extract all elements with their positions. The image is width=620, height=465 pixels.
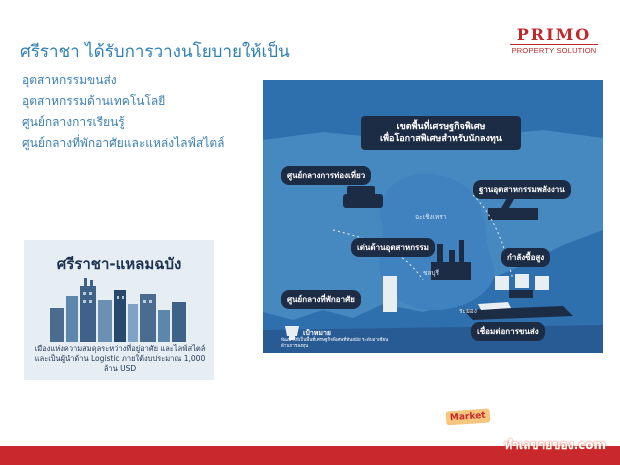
- city-skyline-illustration: [50, 278, 186, 342]
- label-purchasing: กำลังซื้อสูง: [501, 248, 551, 267]
- card-description: เมืองแห่งความสมดุลระหว่างที่อยู่อาศัย แล…: [34, 344, 206, 373]
- label-transport: เชื่อมต่อการขนส่ง: [471, 322, 545, 341]
- footer-watermark: ทำเลขายของ.com: [504, 438, 606, 452]
- policy-list: อุตสาหกรรมขนส่ง อุตสาหกรรมด้านเทคโนโลยี …: [22, 70, 225, 154]
- city-chonburi: ชลบุรี: [423, 269, 440, 277]
- label-tourism: ศูนย์กลางการท่องเที่ยว: [281, 166, 372, 185]
- logo-brand: PRIMO: [516, 25, 592, 44]
- policy-item: อุตสาหกรรมขนส่ง: [22, 73, 117, 87]
- goal-text: พัฒนาให้เป็นพื้นที่เศรษฐกิจพิเศษที่ทันสม…: [281, 338, 389, 349]
- city-rayong: ระยอง: [459, 307, 477, 315]
- goal-title: เป้าหมาย: [303, 329, 332, 337]
- label-energy: ฐานอุตสาหกรรมพลังงาน: [473, 180, 571, 199]
- footer-bar: [0, 446, 620, 465]
- label-industry: เด่นด้านอุตสาหกรรม: [351, 238, 435, 257]
- primo-logo: PRIMO PROPERTY SOLUTION: [510, 26, 598, 55]
- eec-map-infographic: เขตพื้นที่เศรษฐกิจพิเศษ เพื่อโอกาสพิเศษส…: [263, 80, 603, 353]
- city-chachoengsao: ฉะเชิงเทรา: [415, 213, 447, 221]
- slide-title: ศรีราชา ได้รับการวางนโยบายให้เป็น: [20, 42, 290, 62]
- market-watermark-badge: Market: [445, 408, 491, 426]
- label-residence: ศูนย์กลางที่พักอาศัย: [281, 290, 361, 309]
- logo-tagline: PROPERTY SOLUTION: [510, 44, 598, 55]
- policy-item: อุตสาหกรรมด้านเทคโนโลยี: [22, 94, 166, 108]
- policy-item: ศูนย์กลางที่พักอาศัยและแหล่งไลฟ์สไตล์: [22, 136, 225, 150]
- policy-item: ศูนย์กลางการเรียนรู้: [22, 115, 125, 129]
- sriracha-card: ศรีราชา-แหลมฉบัง เมืองแห่งความสมดุลระหว่…: [24, 240, 214, 380]
- card-title: ศรีราชา-แหลมฉบัง: [56, 255, 182, 273]
- map-header: เขตพื้นที่เศรษฐกิจพิเศษ เพื่อโอกาสพิเศษส…: [361, 116, 521, 150]
